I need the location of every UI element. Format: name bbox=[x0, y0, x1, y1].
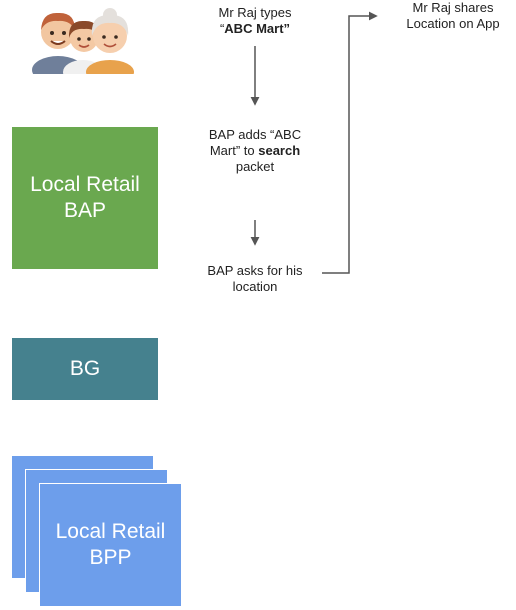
bpp-label-line1: Local Retail bbox=[55, 519, 166, 543]
arrow-step3-to-step4 bbox=[322, 11, 378, 274]
local-retail-bpp-box: Local Retail BPP bbox=[39, 483, 182, 607]
bap-label-line1: Local Retail bbox=[30, 172, 140, 196]
step-mr-raj-types: Mr Raj types “ABC Mart” bbox=[218, 5, 292, 36]
step-bap-asks-location: BAP asks for his location bbox=[207, 263, 303, 294]
bpp-label-line2: BPP bbox=[89, 546, 132, 569]
bg-label: BG bbox=[69, 356, 101, 380]
local-retail-bap-box: Local Retail BAP bbox=[12, 127, 158, 269]
step-mr-raj-shares-location: Mr Raj shares Location on App bbox=[406, 0, 500, 31]
step-bap-adds-search: BAP adds “ABC Mart” to search packet bbox=[208, 127, 302, 174]
family-icon bbox=[32, 8, 134, 74]
bg-box: BG bbox=[12, 338, 158, 400]
bap-label-line2: BAP bbox=[63, 199, 106, 222]
